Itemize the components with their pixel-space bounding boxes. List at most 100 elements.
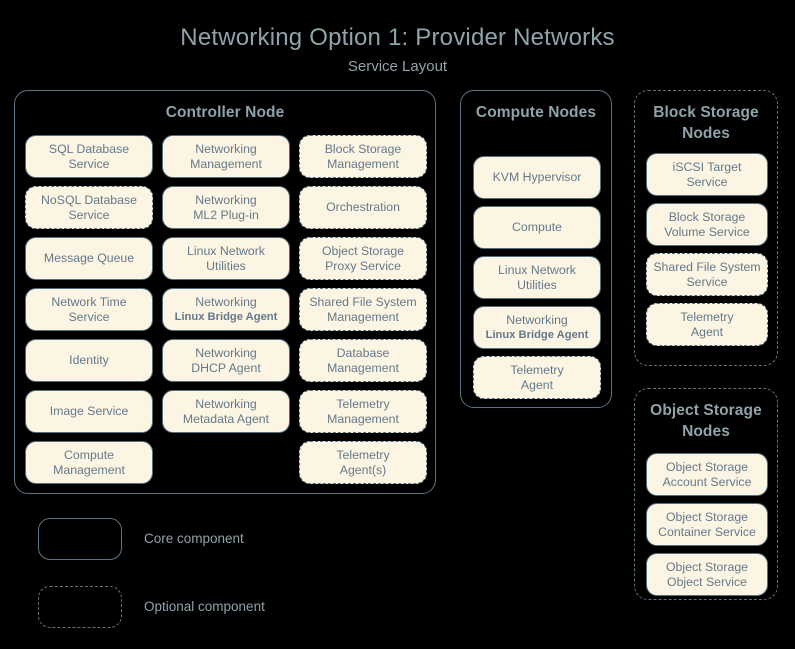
grid-spacer [162,441,290,484]
service-label-secondary: Service [68,156,110,171]
service-label-primary: Networking [506,312,568,327]
service-label-primary: Networking [195,192,257,207]
legend-row: Optional component [38,581,418,633]
legend-label: Core component [144,531,244,546]
service-label-primary: Identity [69,353,109,367]
service-label-primary: Orchestration [326,200,400,214]
service-label-primary: iSCSI Target [672,159,742,174]
service-label-secondary: Account Service [662,474,752,489]
service-label-secondary: Management [327,309,399,324]
service-label-primary: Database [336,345,390,360]
service-label-primary: Telemetry [336,447,390,462]
node-block-storage-title: Block Storage Nodes [653,104,759,142]
service-chip[interactable]: Identity [25,339,153,382]
service-label-primary: Block Storage [668,209,746,224]
service-chip[interactable]: Orchestration [299,186,427,229]
legend-label: Optional component [144,599,265,614]
service-chip[interactable]: KVM Hypervisor [473,156,601,199]
service-chip[interactable]: Message Queue [25,237,153,280]
page-subtitle: Service Layout [347,58,448,75]
service-label-secondary: Management [190,156,262,171]
service-label-primary: Networking [195,294,257,309]
service-label-primary: Message Queue [43,251,135,265]
service-label-primary: Shared File System [309,294,417,309]
service-label-secondary: Agent [690,324,724,339]
service-label-primary: Object Storage [665,459,749,474]
service-label-primary: Telemetry [336,396,390,411]
service-label-primary: Block Storage [324,141,402,156]
page-title: Networking Option 1: Provider Networks [180,24,615,51]
service-label-secondary: Linux Bridge Agent [485,328,589,341]
service-label-secondary: Object Service [667,574,747,589]
service-label-primary: Object Storage [665,559,749,574]
service-label-secondary: Proxy Service [325,258,401,273]
service-label-secondary: Service [68,207,110,222]
service-label-primary: Network Time [51,294,127,309]
service-label-primary: Compute [512,220,562,234]
service-label-secondary: Utilities [517,277,557,292]
service-label-primary: Networking [195,345,257,360]
service-label-primary: Linux Network [187,243,265,258]
service-label-secondary: Service [686,174,728,189]
node-object-storage-title: Object Storage Nodes [650,402,762,440]
legend-swatch-optional [38,586,122,628]
service-chip[interactable]: Compute [473,206,601,249]
node-compute-title: Compute Nodes [475,104,597,121]
service-label-primary: Networking [195,141,257,156]
service-label-secondary: Container Service [658,524,756,539]
service-chip[interactable]: Image Service [25,390,153,433]
service-label-secondary: Service [686,274,728,289]
diagram-header: Networking Option 1: Provider Networks S… [0,0,795,78]
service-label-secondary: Management [327,411,399,426]
legend-swatch-core [38,518,122,560]
service-label-primary: SQL Database [48,141,130,156]
service-label-secondary: Volume Service [664,224,750,239]
service-label-primary: NoSQL Database [41,192,137,207]
service-label-primary: KVM Hypervisor [492,170,582,184]
service-label-primary: Shared File System [653,259,761,274]
service-label-primary: Networking [195,396,257,411]
service-label-secondary: Utilities [206,258,246,273]
service-label-secondary: Agent(s) [339,462,387,477]
service-label-secondary: Metadata Agent [182,411,270,426]
service-label-primary: Object Storage [321,243,405,258]
service-label-secondary: ML2 Plug-in [193,207,259,222]
service-label-secondary: Service [68,309,110,324]
